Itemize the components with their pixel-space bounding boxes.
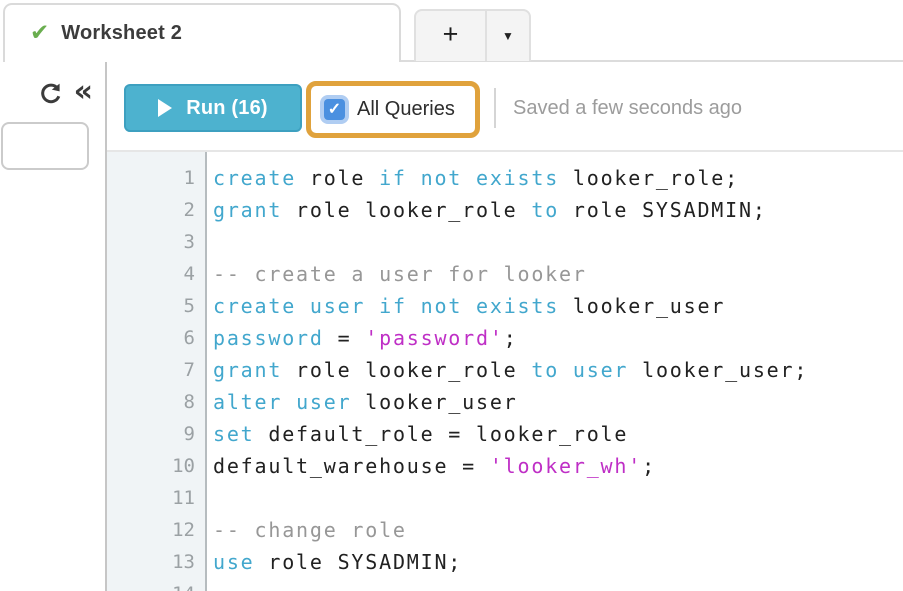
toolbar-divider (494, 88, 496, 128)
code-line[interactable]: use role SYSADMIN; (213, 550, 463, 574)
line-number: 12 (172, 519, 195, 541)
saved-status: Saved a few seconds ago (513, 97, 743, 119)
checkbox-checked-icon[interactable]: ✓ (324, 99, 345, 120)
code-line[interactable]: -- create a user for looker (213, 262, 587, 286)
tab-bar: ✔ Worksheet 2 + ▼ (0, 0, 903, 62)
line-number: 13 (172, 551, 195, 573)
all-queries-checkbox[interactable]: ✓ All Queries (306, 81, 480, 138)
tab-title: Worksheet 2 (61, 22, 183, 44)
code-line[interactable] (213, 482, 903, 514)
tab-bar-divider (400, 60, 903, 62)
code-line[interactable]: create role if not exists looker_role; (213, 166, 739, 190)
line-number: 4 (183, 263, 195, 285)
sql-editor[interactable]: 1234567891011121314 create role if not e… (107, 150, 903, 591)
line-number: 5 (183, 295, 195, 317)
left-rail: « (0, 62, 105, 591)
line-number: 11 (172, 487, 195, 509)
line-number: 3 (183, 231, 195, 253)
line-number-gutter: 1234567891011121314 (107, 152, 207, 591)
checkmark-icon: ✓ (327, 100, 342, 118)
code-line[interactable]: create user if not exists looker_user (213, 294, 726, 318)
toolbar: Run (16) ✓ All Queries Saved a few secon… (107, 62, 903, 150)
line-number: 9 (183, 423, 195, 445)
code-line[interactable]: grant role looker_role to user looker_us… (213, 358, 809, 382)
code-line[interactable]: set default_role = looker_role (213, 422, 629, 446)
code-line[interactable]: alter user looker_user (213, 390, 518, 414)
plus-icon: + (442, 19, 459, 49)
line-number: 8 (183, 391, 195, 413)
code-line[interactable]: password = 'password'; (213, 326, 518, 350)
double-chevron-left-icon: « (73, 74, 93, 109)
line-number: 2 (183, 199, 195, 221)
left-panel-box (1, 122, 89, 170)
refresh-icon (38, 81, 64, 110)
check-icon: ✔ (30, 19, 50, 45)
all-queries-label: All Queries (357, 98, 455, 120)
line-number: 10 (172, 455, 195, 477)
line-number: 7 (183, 359, 195, 381)
code-line[interactable]: grant role looker_role to role SYSADMIN; (213, 198, 767, 222)
code-lines[interactable]: create role if not exists looker_role;gr… (207, 152, 903, 591)
line-number: 14 (107, 578, 205, 591)
new-worksheet-button[interactable]: + (414, 9, 487, 61)
run-button-label: Run (16) (186, 96, 268, 119)
play-icon (158, 99, 173, 117)
tab-worksheet-2[interactable]: ✔ Worksheet 2 (3, 3, 401, 62)
run-button[interactable]: Run (16) (124, 84, 302, 132)
code-line[interactable]: -- change role (213, 518, 407, 542)
code-line[interactable] (213, 226, 903, 258)
refresh-button[interactable] (38, 81, 64, 110)
line-number: 6 (183, 327, 195, 349)
code-line[interactable] (213, 578, 903, 591)
panel-divider (105, 62, 107, 591)
collapse-panel-button[interactable]: « (73, 74, 93, 110)
tab-actions: + ▼ (414, 9, 531, 61)
worksheet-menu-button[interactable]: ▼ (487, 9, 531, 61)
code-line[interactable]: default_warehouse = 'looker_wh'; (213, 454, 656, 478)
chevron-down-icon: ▼ (502, 29, 514, 43)
line-number: 1 (183, 167, 195, 189)
